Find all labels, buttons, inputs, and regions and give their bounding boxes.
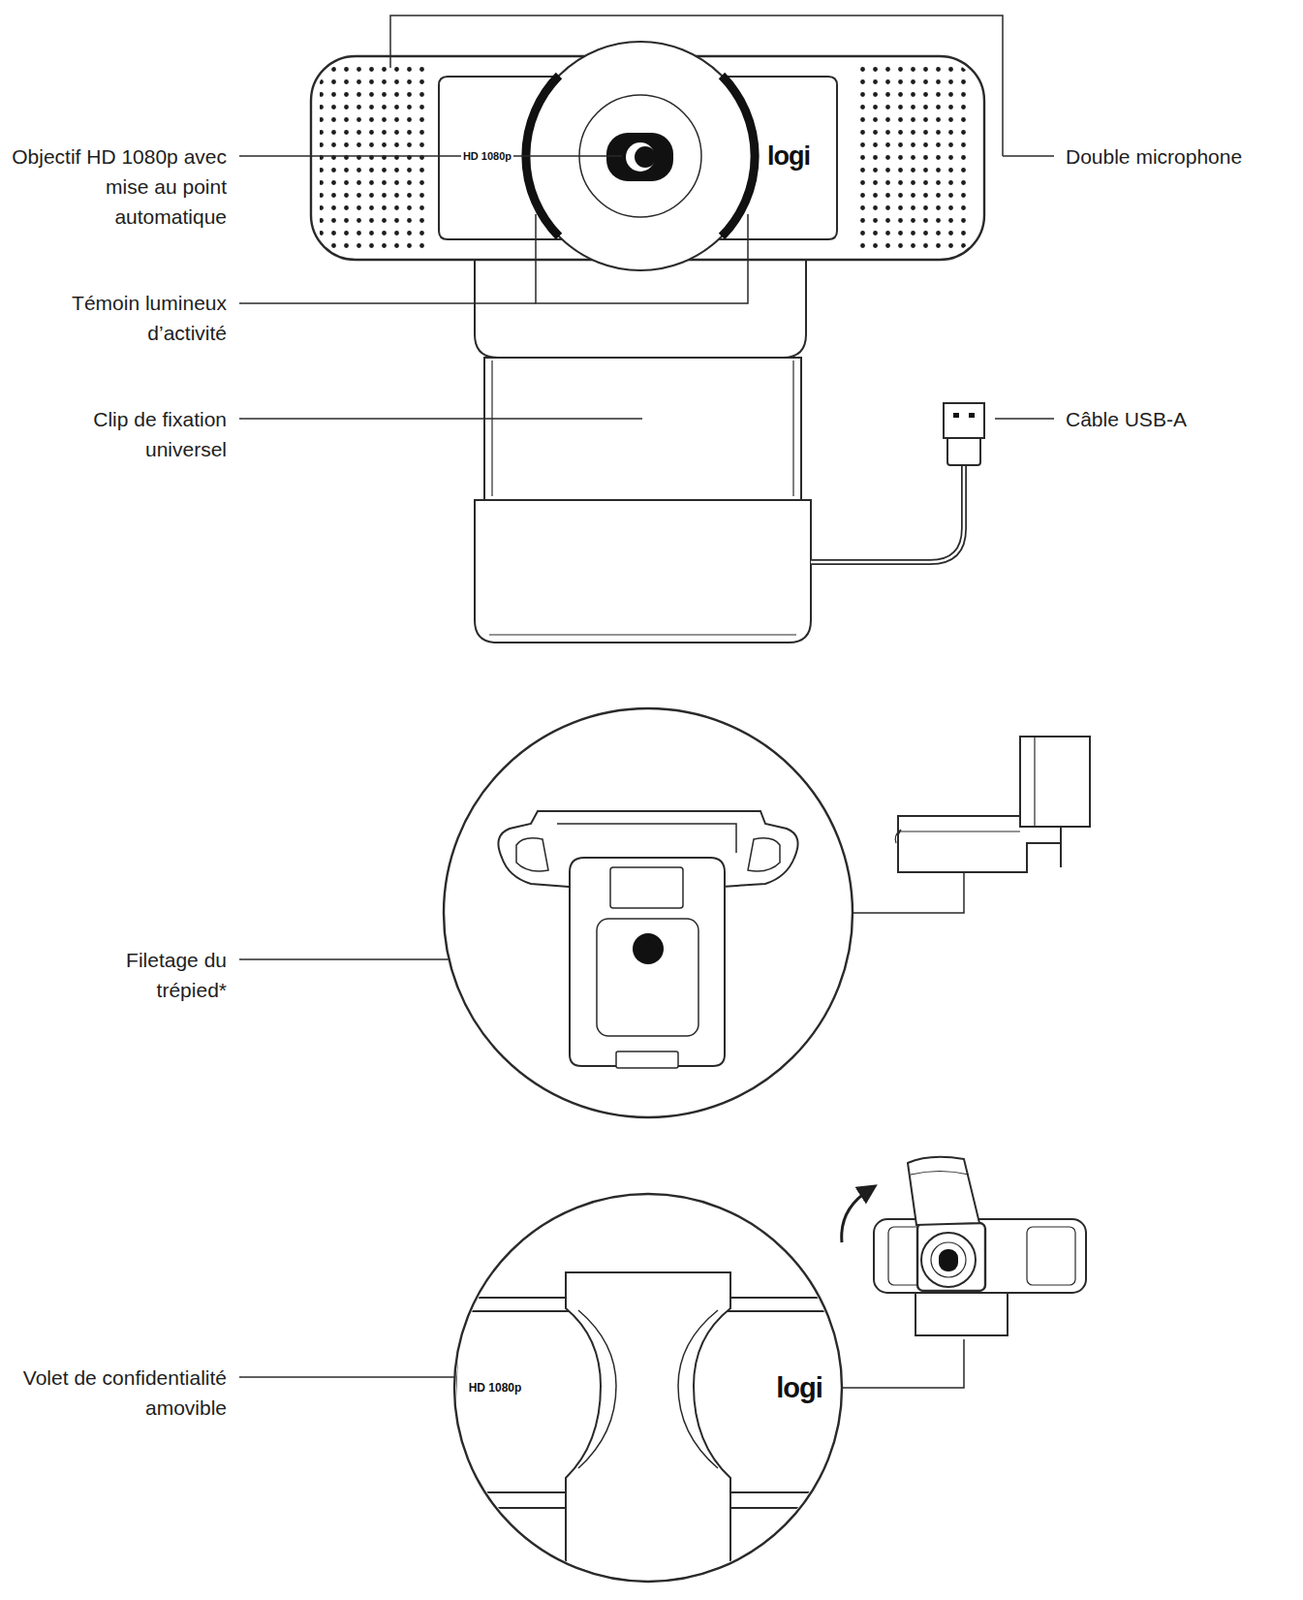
privacy-shutter-detail-part: [841, 1189, 869, 1242]
privacy-shutter-detail-part: [915, 1293, 1008, 1335]
privacy-shutter-detail-part: [910, 1171, 969, 1176]
printed-marking: logi: [774, 1370, 825, 1405]
privacy-shutter-detail-part: [921, 1232, 976, 1287]
webcam-front-part: [634, 146, 656, 168]
privacy-shutter-detail-part: [907, 1156, 980, 1225]
leader-lines-part: [239, 302, 536, 305]
privacy-shutter-detail-part-part: [678, 1309, 718, 1468]
webcam-front-part-part: [319, 63, 427, 252]
webcam-front-part: [438, 76, 838, 240]
webcam-front-part: [810, 464, 964, 562]
tripod-thread-detail-part: [895, 829, 901, 843]
tripod-thread-detail-part: [443, 708, 853, 1117]
privacy-shutter-detail-part: [1026, 1226, 1076, 1285]
tripod-thread-detail-part-part: [747, 837, 780, 871]
leader-lines-part: [239, 155, 622, 157]
tripod-thread-detail-part-part: [632, 932, 664, 964]
tripod-thread-detail-part-part: [616, 1051, 679, 1068]
leader-lines-part: [390, 15, 1003, 156]
webcam-front-part: [474, 259, 807, 358]
tripod-thread-detail-part-part: [610, 867, 683, 908]
leader-lines-part: [850, 871, 964, 913]
webcam-front-part: [953, 412, 960, 418]
printed-marking: logi: [765, 140, 812, 172]
privacy-shutter-detail-part: [917, 1222, 986, 1291]
tripod-thread-detail-part: [1033, 736, 1035, 827]
privacy-shutter-detail-part: [938, 1248, 959, 1272]
leader-lines: [239, 15, 1055, 1388]
webcam-front-part: [968, 412, 975, 418]
tripod-thread-detail-part: [898, 830, 1021, 832]
leader-lines-part: [239, 417, 643, 420]
part-label: Objectif HD 1080p avec mise au point aut…: [11, 141, 227, 232]
privacy-shutter-detail-part-part: [578, 1309, 617, 1468]
webcam-front-part: [489, 633, 797, 635]
tripod-thread-detail: [443, 708, 1090, 1117]
webcam-front-part: [625, 142, 655, 172]
privacy-shutter-detail-part-part: [565, 1271, 731, 1589]
tripod-thread-detail-part: [898, 815, 1061, 872]
printed-marking: HD 1080p: [461, 150, 514, 163]
privacy-shutter-detail: [445, 1156, 1086, 1589]
privacy-shutter-detail-part: [930, 1241, 966, 1277]
webcam-front-part: [606, 132, 674, 182]
leader-lines-part: [535, 214, 748, 304]
part-label: Volet de confidentialité amovible: [11, 1362, 227, 1423]
tripod-thread-detail-part-part: [596, 918, 699, 1036]
leader-lines-part: [839, 1338, 964, 1388]
tripod-thread-detail-part: [1059, 842, 1062, 868]
leader-lines-part: [994, 417, 1055, 420]
webcam-front-part: [947, 435, 981, 466]
part-label: Clip de fixation universel: [11, 403, 227, 465]
tripod-thread-detail-part-part: [557, 823, 737, 853]
webcam-front-part: [792, 360, 794, 497]
tripod-thread-detail-part-part: [569, 857, 725, 1066]
webcam-front-part: [810, 464, 964, 562]
webcam-front: [310, 41, 985, 643]
part-label: Témoin lumineux d’activité: [11, 287, 227, 348]
privacy-shutter-detail-part: [445, 1271, 853, 1589]
webcam-front-part: [721, 75, 755, 237]
part-label: Filetage du trépied*: [81, 944, 227, 1005]
privacy-shutter-detail-part: [873, 1218, 1086, 1293]
tripod-thread-detail-part-part: [516, 837, 549, 871]
webcam-front-part-part: [854, 63, 971, 252]
webcam-front-part: [943, 403, 985, 438]
webcam-front-part: [484, 357, 802, 500]
webcam-front-part: [491, 360, 493, 497]
part-label: Câble USB-A: [1065, 403, 1289, 435]
tripod-thread-detail-part: [497, 810, 798, 1068]
tripod-thread-detail-part: [1020, 736, 1090, 827]
printed-marking: HD 1080p: [466, 1380, 525, 1395]
part-label: Double microphone: [1065, 141, 1289, 172]
leader-lines-part: [1002, 155, 1055, 157]
webcam-front-part: [474, 499, 811, 643]
